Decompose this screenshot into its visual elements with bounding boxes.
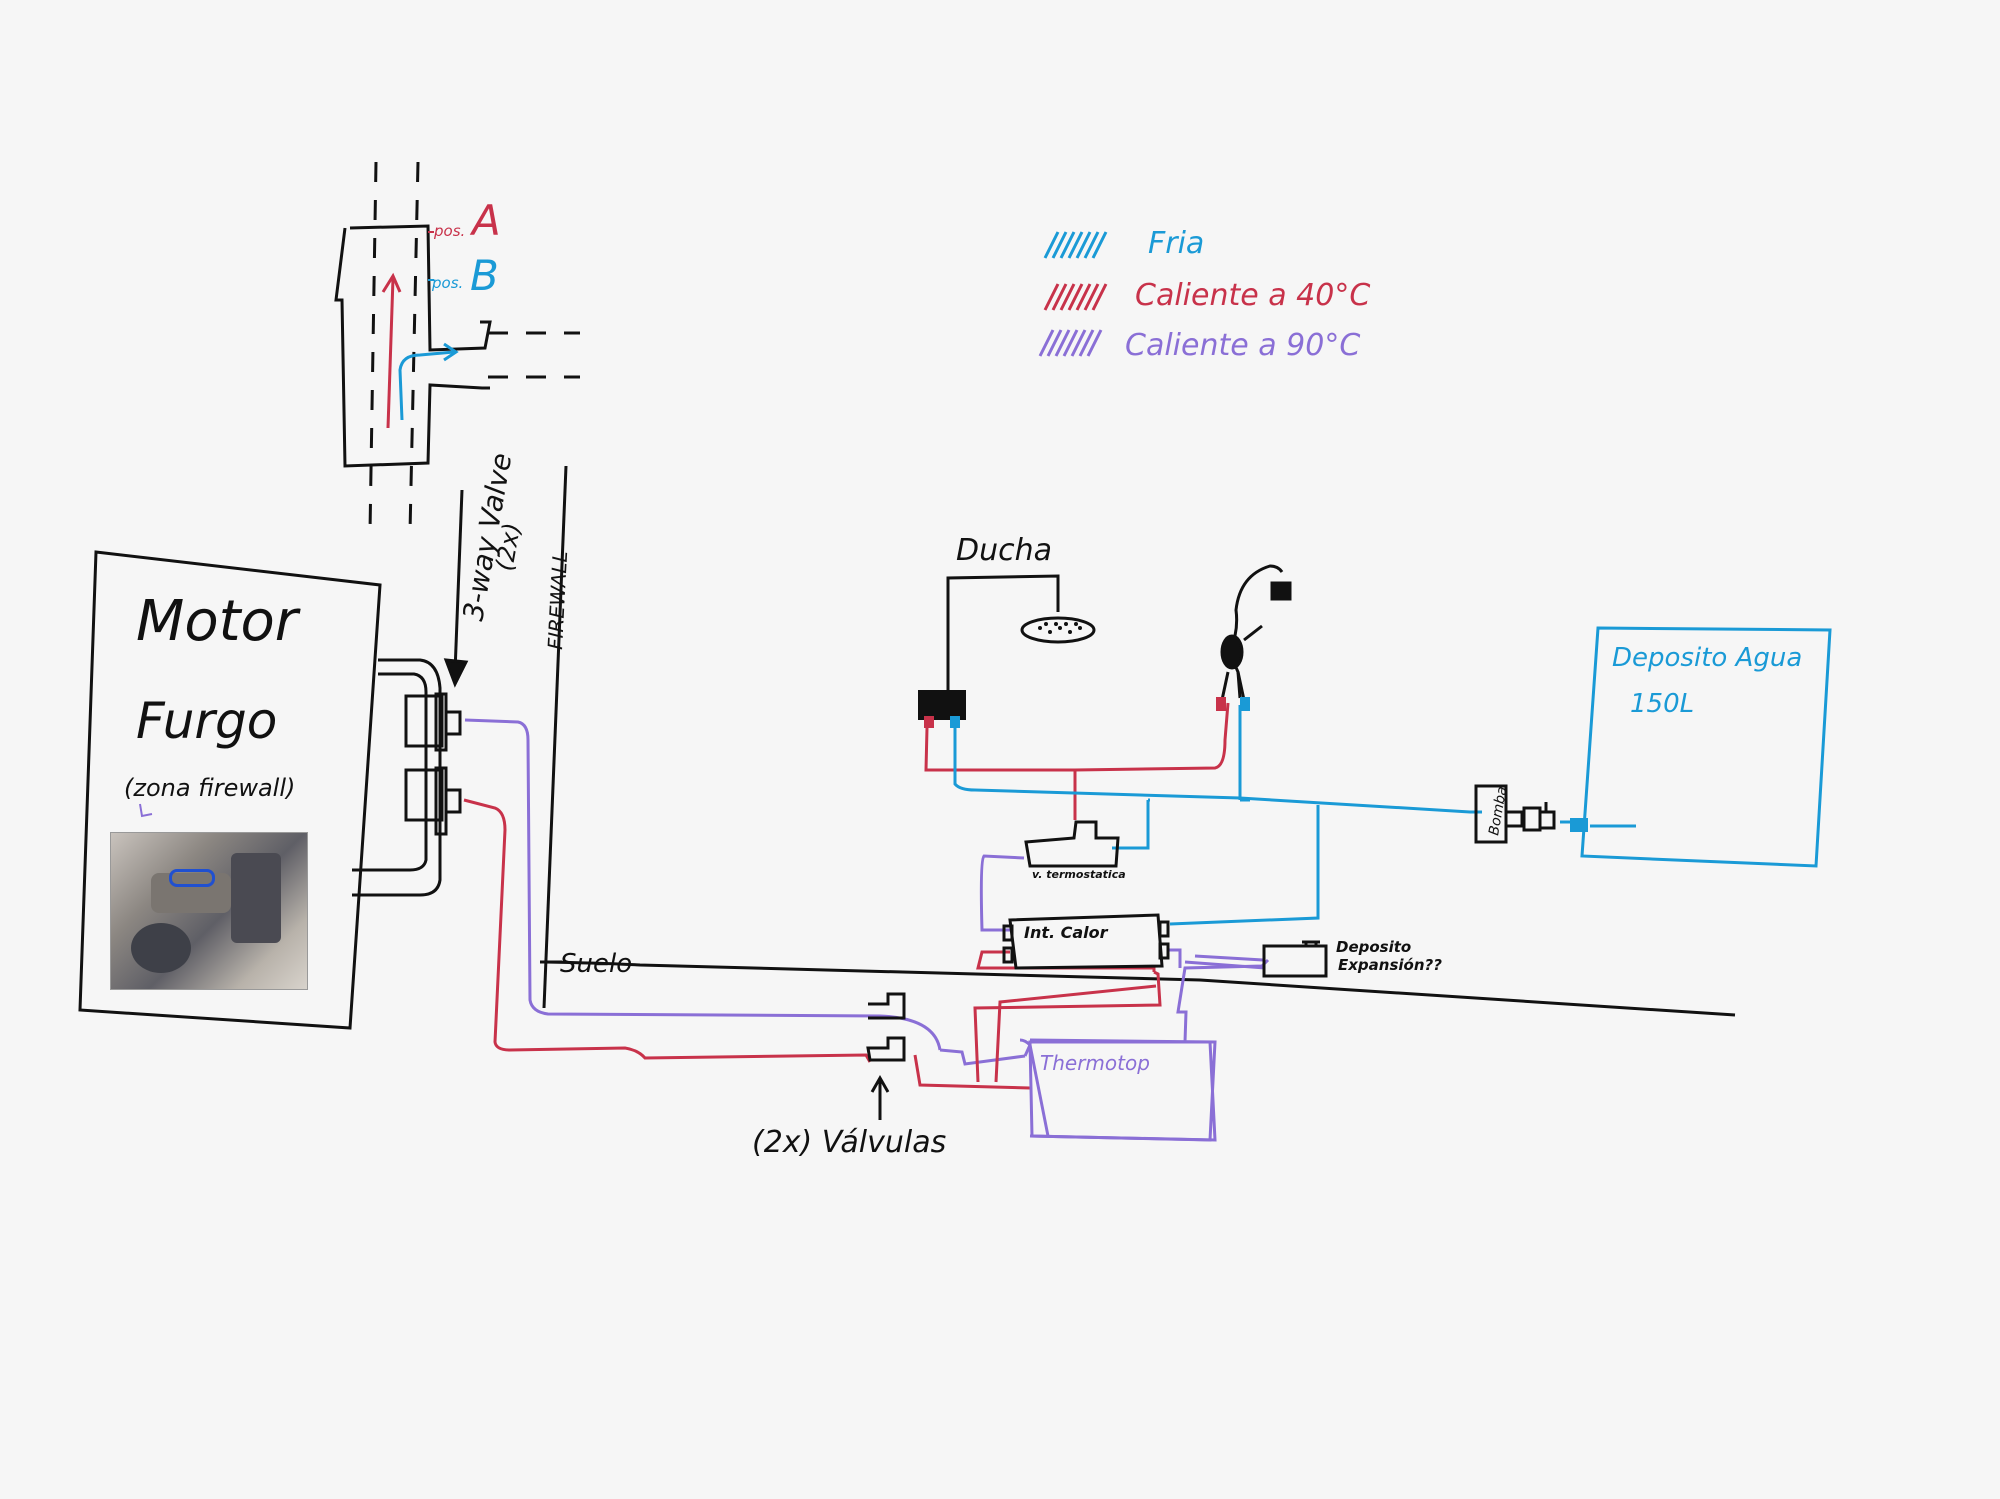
- floor-label: Suelo: [560, 949, 632, 979]
- water-tank-label: Deposito Agua: [1612, 643, 1802, 673]
- water-pump: [1474, 784, 1556, 844]
- expansion-tank-label-1: Deposito: [1336, 938, 1411, 956]
- expansion-tank-label-2: Expansión??: [1338, 956, 1442, 974]
- valve-pointer-arrow: [443, 489, 469, 688]
- engine-note: (zona firewall): [124, 774, 295, 802]
- shower-head: [918, 574, 1096, 728]
- water-tank-capacity: 150L: [1630, 689, 1694, 719]
- engine-note-marker: [139, 803, 153, 818]
- valve-dashed-pipes: [368, 161, 580, 533]
- engine-subtitle: Furgo: [136, 692, 277, 750]
- legend-swatch-hot: [1038, 329, 1103, 357]
- flow-arrow-pos-a: [386, 277, 395, 429]
- hot-circuit-pipes: [464, 718, 1270, 1142]
- firewall-label: FIREWALL: [543, 550, 572, 650]
- thermostatic-valve-label: v. termostatica: [1032, 868, 1126, 881]
- legend: Fria Caliente a 40°C Caliente a 90°C: [1038, 226, 1370, 363]
- legend-label-warm: Caliente a 40°C: [1135, 278, 1370, 313]
- engine-photo: [110, 832, 308, 990]
- thermotop-label: Thermotop: [1040, 1051, 1150, 1075]
- legend-label-cold: Fria: [1148, 226, 1204, 261]
- shower-rose: [1020, 616, 1096, 644]
- engine-box: [78, 550, 382, 1030]
- thermotop-heater: [1028, 1040, 1217, 1142]
- shower-mixer-block: [918, 690, 966, 720]
- valve-body-outline: [334, 224, 492, 468]
- thermostatic-valve: [1024, 820, 1120, 868]
- legend-label-hot: Caliente a 90°C: [1125, 328, 1360, 363]
- engine-outlet-pipes: [352, 658, 462, 897]
- warm-circuit-pipes: [463, 702, 1230, 1090]
- pos-a-label: A: [469, 196, 501, 245]
- pos-b-prefix: pos.: [431, 274, 463, 292]
- pos-a-prefix: pos.: [433, 222, 465, 240]
- cold-circuit-pipes: [953, 705, 1636, 926]
- floor-valves-label: (2x) Válvulas: [752, 1125, 946, 1160]
- legend-swatch-cold: [1043, 231, 1108, 259]
- heat-exchanger-label: Int. Calor: [1024, 923, 1109, 942]
- heat-exchanger: [1002, 913, 1170, 970]
- pos-b-label: B: [470, 251, 499, 300]
- engine-title: Motor: [136, 589, 301, 654]
- floor-valves: [866, 992, 906, 1120]
- firewall-line: [542, 465, 568, 1009]
- water-tank: [1580, 626, 1832, 868]
- three-way-valve-detail: [334, 161, 580, 533]
- faucet: [1216, 564, 1292, 711]
- shower-label: Ducha: [956, 533, 1052, 568]
- expansion-tank: [1262, 940, 1328, 978]
- flow-arrow-pos-b: [398, 350, 455, 421]
- legend-swatch-warm: [1043, 283, 1108, 311]
